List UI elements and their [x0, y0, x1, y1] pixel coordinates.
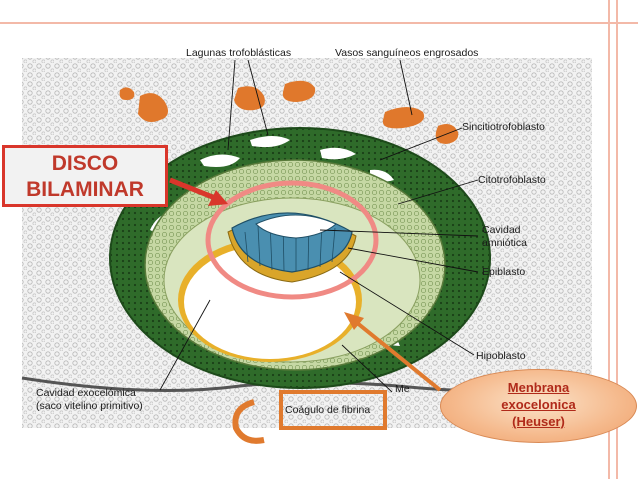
menbrana-line-1: Menbrana — [507, 380, 570, 395]
disco-bilaminar-box: DISCO BILAMINAR — [2, 145, 168, 207]
disco-line-2: BILAMINAR — [26, 178, 144, 201]
label-me-partial: Me — [395, 383, 410, 395]
label-cavidad-exocelomica-2: (saco vitelino primitivo) — [36, 400, 143, 412]
label-leaders — [159, 59, 479, 393]
label-coagulo: Coágulo de fibrina — [285, 404, 371, 416]
label-epiblasto: Epiblasto — [482, 266, 526, 278]
label-sincitiotrofoblasto: Sincitiotrofoblasto — [462, 121, 545, 133]
disco-line-1: DISCO — [51, 152, 119, 175]
menbrana-line-2: exocelonica — [501, 397, 576, 412]
bilaminar-disc-highlight — [205, 180, 379, 300]
menbrana-line-3: (Heuser) — [512, 414, 565, 429]
label-cavidad-amniotica-1: Cavidad — [482, 224, 521, 236]
label-hipoblasto: Hipoblasto — [476, 350, 526, 362]
label-vasos: Vasos sanguíneos engrosados — [335, 47, 479, 59]
menbrana-callout: Menbrana exocelonica (Heuser) — [440, 369, 637, 443]
curved-arrow-icon — [232, 399, 265, 444]
menbrana-arrow — [344, 312, 442, 392]
amniotic-cavity — [255, 214, 337, 239]
disco-arrow — [169, 177, 228, 206]
label-lagunas: Lagunas trofoblásticas — [186, 47, 292, 59]
coagulo-highlight-box — [279, 390, 387, 430]
label-cavidad-amniotica-2: amniótica — [482, 237, 527, 249]
slide-border-top — [0, 22, 638, 24]
slide-border-right — [608, 0, 610, 479]
label-citotrofoblasto: Citotrofoblasto — [478, 174, 546, 186]
label-cavidad-exocelomica-1: Cavidad exocelómica — [36, 387, 136, 399]
slide-border-right-2 — [616, 0, 618, 479]
